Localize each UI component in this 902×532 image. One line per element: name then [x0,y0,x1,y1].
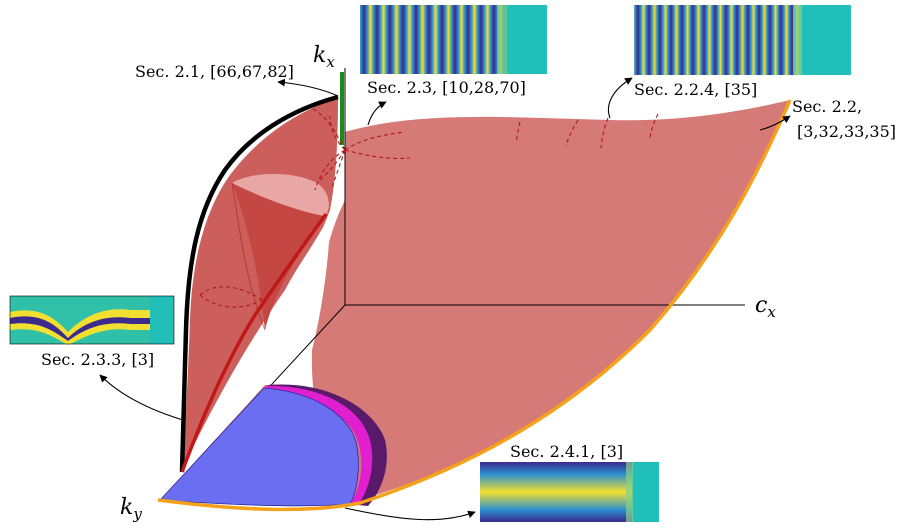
label-sec-2-2-line2: [3,32,33,35] [797,122,896,141]
inset-horizontal-sec-2-4-1 [480,462,659,522]
inset-wavy-sec-2-3-3 [9,295,175,345]
inset-stripes-sec-2-2-4 [634,5,851,75]
arrows [99,77,791,521]
highlight-cap [232,173,329,216]
gap-region [265,215,330,385]
label-sec-2-2-line1: Sec. 2.2, [792,97,862,116]
label-sec-2-3-3: Sec. 2.3.3, [3] [41,350,154,369]
purple-band [268,384,387,506]
magenta-band [264,385,373,505]
inner-dark-surface [232,183,327,330]
black-edge-curve [179,94,339,473]
label-sec-2-4-1: Sec. 2.4.1, [3] [510,442,623,461]
main-surface [311,100,790,500]
ky-label: ky [120,495,142,523]
red-inner-left [231,182,266,331]
red-curve [180,212,328,473]
blue-region [159,387,359,507]
label-sec-2-1: Sec. 2.1, [66,67,82] [135,62,294,81]
inset-stripes-sec-2-3 [360,5,547,74]
label-sec-2-2-4: Sec. 2.2.4, [35] [634,80,757,99]
dashed-curves [199,107,659,308]
kx-label: kx [313,43,335,71]
cx-label: cx [755,293,776,321]
orange-edge-curve [157,99,792,512]
label-sec-2-3: Sec. 2.3, [10,28,70] [367,78,526,97]
